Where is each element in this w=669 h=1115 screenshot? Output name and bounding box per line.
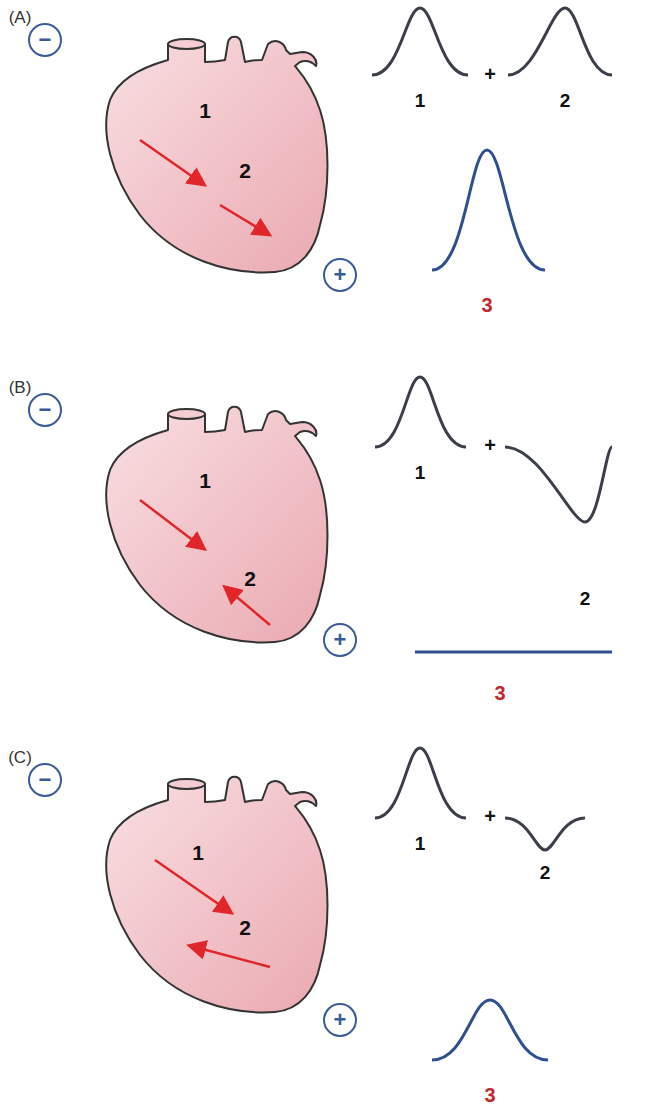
waveform (372, 8, 468, 75)
polarity-sign: − (39, 29, 52, 51)
heart (106, 37, 327, 273)
vector-arrow (140, 140, 203, 184)
vector-arrow (140, 500, 203, 548)
vector-arrow (191, 946, 270, 967)
polarity-sign: − (39, 399, 52, 421)
vector-number: 1 (199, 470, 211, 491)
panel-letter: (A) (9, 9, 32, 26)
polarity-circle: + (323, 623, 357, 657)
panel-letter: (B) (9, 379, 32, 396)
sum-waveform (432, 150, 545, 270)
waveform (375, 748, 466, 818)
vector-arrow (226, 588, 270, 625)
polarity-circle: + (323, 258, 357, 292)
plus-sign: + (484, 435, 496, 455)
result-number: 3 (481, 295, 492, 315)
result-number: 3 (494, 683, 505, 703)
polarity-sign: + (334, 264, 347, 286)
wave-number: 2 (560, 91, 571, 110)
heart (106, 777, 327, 1013)
result-number: 3 (484, 1085, 495, 1105)
polarity-circle: + (323, 1003, 357, 1037)
waveform (508, 8, 612, 75)
wave-number: 1 (415, 463, 426, 482)
waveform (505, 447, 612, 522)
polarity-sign: + (334, 629, 347, 651)
polarity-circle: − (28, 393, 62, 427)
vector-number: 2 (244, 568, 256, 589)
wave-number: 2 (540, 863, 551, 882)
waveform (505, 818, 585, 850)
polarity-sign: + (334, 1009, 347, 1031)
polarity-sign: − (39, 769, 52, 791)
wave-number: 1 (415, 91, 426, 110)
sum-waveform (432, 1000, 548, 1060)
vector-number: 2 (239, 917, 251, 938)
wave-number: 1 (415, 834, 426, 853)
plus-sign: + (484, 64, 496, 84)
vector-arrow (155, 860, 230, 912)
vector-number: 2 (239, 160, 251, 181)
plus-sign: + (484, 806, 496, 826)
wave-number: 2 (580, 589, 591, 608)
polarity-circle: − (28, 763, 62, 797)
heart (106, 407, 327, 643)
waveform (375, 377, 466, 447)
vector-number: 1 (192, 842, 204, 863)
vector-arrow (220, 205, 268, 234)
panel-letter: (C) (8, 749, 32, 766)
vector-number: 1 (199, 100, 211, 121)
sum-waveform (415, 651, 612, 654)
polarity-circle: − (28, 23, 62, 57)
